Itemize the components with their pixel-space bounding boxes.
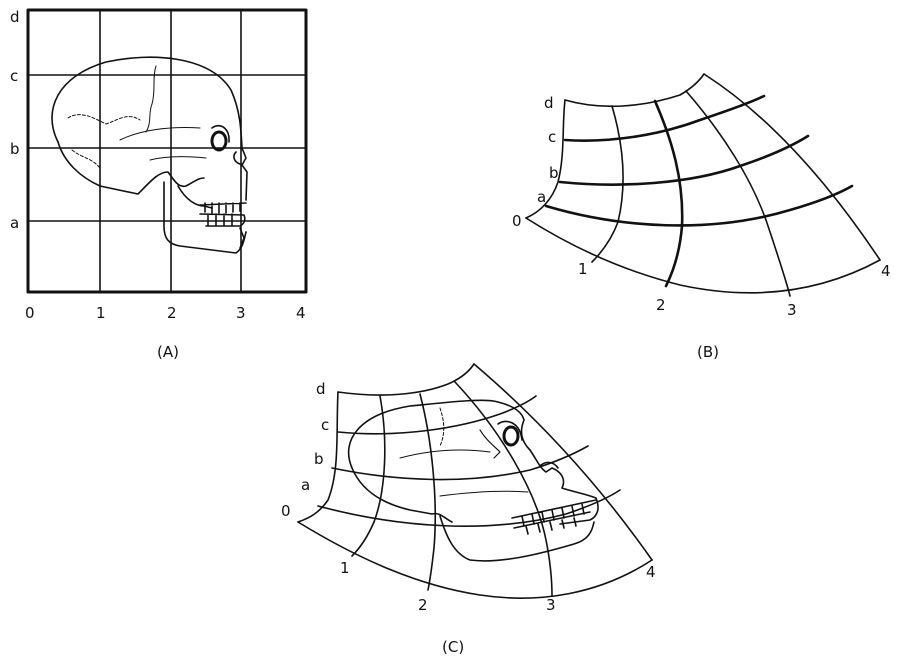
panel-a-row-label-b: b [10, 140, 20, 158]
panel-c-top-edge [337, 363, 475, 396]
panel-b-col-label-2: 2 [656, 296, 666, 314]
skull-cranium-outline [51, 56, 248, 201]
panel-c-col-label-1: 1 [340, 559, 350, 577]
deformed-skull-teeth-lower [513, 511, 591, 535]
panel-c-row-labels: d c b a 0 [281, 380, 329, 520]
panel-c-grid [297, 363, 653, 599]
deformed-skull-eye-rim [497, 420, 523, 441]
panel-c-col-label-2: 2 [418, 596, 428, 614]
deformed-skull-cranium-outline [347, 399, 531, 469]
panel-c: d c b a 0 1 2 3 4 (C) [281, 363, 656, 656]
panel-a-row-label-c: c [10, 67, 18, 85]
panel-b-row-label-d: d [544, 94, 554, 112]
deformed-skull-face-outline [529, 449, 599, 525]
panel-a-col-label-4: 4 [296, 304, 306, 322]
panel-a-col-label-1: 1 [96, 304, 106, 322]
panel-c-caption: (C) [442, 638, 464, 656]
panel-b-top-edge [564, 73, 705, 108]
panel-b-col-labels: 1 2 3 4 [578, 260, 891, 319]
panel-c-row-label-d: d [316, 380, 326, 398]
panel-a-col-label-3: 3 [236, 304, 246, 322]
deformed-skull-temporal-line [399, 449, 491, 459]
skull-zygomatic-arch [149, 156, 207, 161]
panel-c-skull-drawing [347, 399, 599, 562]
panel-b-right-edge [703, 73, 881, 261]
skull-jaw-front [239, 227, 245, 249]
panel-c-bottom-edge [297, 521, 653, 599]
panel-b-col-label-4: 4 [881, 262, 891, 280]
panel-b-bottom-edge [525, 217, 881, 294]
panel-a-grid [26, 8, 308, 294]
skull-temporal-line [119, 127, 201, 141]
panel-c-row-label-a: a [301, 476, 310, 494]
panel-b-col-2 [653, 99, 684, 288]
skull-suture-back [71, 149, 101, 169]
panel-b-left-edge [525, 99, 566, 219]
panel-a-caption: (A) [157, 343, 179, 361]
panel-b-grid [525, 73, 881, 297]
panel-c-left-edge [297, 391, 339, 523]
panel-b-row-label-a: a [537, 188, 546, 206]
panel-b: d c b a 0 1 2 3 4 (B) [512, 73, 891, 361]
panel-c-row-label-b: b [314, 450, 324, 468]
skull-mandible-outline [163, 181, 247, 254]
skull-nasal-notch [233, 151, 241, 165]
panel-c-row-label-0: 0 [281, 502, 291, 520]
panel-a-frame [26, 8, 308, 294]
panel-b-row-a [544, 184, 854, 227]
deformed-skull-eye-socket [502, 425, 520, 447]
panel-b-col-1 [591, 105, 624, 263]
skull-occiput-outline [57, 141, 205, 195]
deformed-skull-teeth-upper [511, 499, 597, 527]
skull-eye-socket-rim [211, 124, 230, 143]
panel-c-row-label-c: c [321, 416, 329, 434]
panel-c-col-1 [351, 395, 386, 557]
panel-b-row-c [563, 94, 766, 142]
panel-b-row-b [558, 134, 810, 186]
panel-a-col-labels: 0 1 2 3 4 [25, 304, 306, 322]
skull-teeth-upper [199, 202, 247, 214]
panel-a-col-label-0: 0 [25, 304, 35, 322]
deformed-skull-nasal [539, 461, 559, 469]
skull-suture-lambdoid [67, 114, 141, 125]
skull-eye-socket [210, 130, 228, 152]
panel-a-col-label-2: 2 [167, 304, 177, 322]
panel-c-right-edge [473, 363, 653, 561]
skull-mandible-ramus [177, 185, 213, 209]
deformed-skull-brow [479, 429, 501, 459]
panel-a-row-labels: d c b a [10, 8, 20, 232]
panel-a-row-label-d: d [10, 8, 20, 26]
panel-b-col-label-1: 1 [578, 260, 588, 278]
deformed-skull-occiput-outline [351, 467, 453, 523]
deformed-skull-mandible-outline [439, 515, 595, 562]
skull-teeth-lower [199, 213, 246, 227]
panel-b-row-label-b: b [549, 164, 559, 182]
panel-b-col-label-3: 3 [787, 301, 797, 319]
panel-a-row-label-a: a [10, 214, 19, 232]
panel-c-col-labels: 1 2 3 4 [340, 559, 656, 614]
skull-suture-coronal [145, 65, 157, 133]
panel-b-row-label-0: 0 [512, 212, 522, 230]
deformed-skull-zygomatic [439, 490, 529, 497]
panel-b-row-label-c: c [548, 128, 556, 146]
panel-a-skull-drawing [51, 56, 248, 254]
panel-c-col-2 [419, 393, 437, 591]
panel-b-caption: (B) [697, 343, 719, 361]
panel-c-col-label-4: 4 [646, 563, 656, 581]
panel-b-row-labels: d c b a 0 [512, 94, 559, 230]
panel-c-row-b [331, 445, 589, 481]
panel-c-col-label-3: 3 [546, 596, 556, 614]
panel-b-col-3 [685, 90, 791, 297]
panel-a: d c b a 0 1 2 3 4 (A) [10, 8, 308, 361]
panel-c-col-3 [454, 381, 553, 597]
deformed-skull-suture [439, 407, 445, 447]
